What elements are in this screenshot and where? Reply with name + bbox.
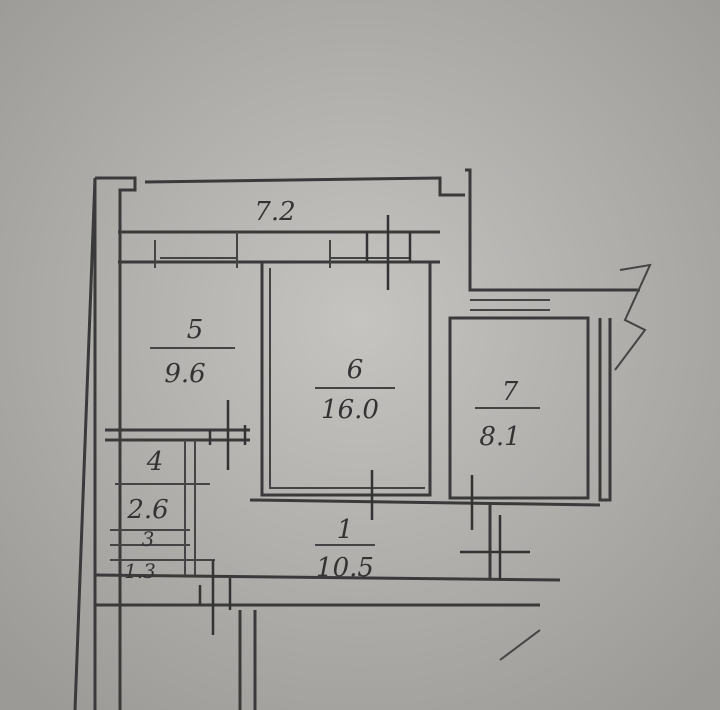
room-1: 1 10.5	[315, 515, 375, 583]
room-number-label: 5	[187, 315, 204, 345]
room-area-label: 9.6	[164, 359, 205, 389]
walls	[73, 168, 652, 710]
room-area-label: 7.2	[254, 197, 295, 227]
room-area-label: 10.5	[316, 553, 374, 583]
room-5: 5 9.6	[150, 315, 235, 389]
room-7: 7 8.1	[475, 377, 540, 452]
room-number-label: 6	[347, 355, 364, 385]
room-balcony: 7.2	[254, 197, 295, 227]
room-6: 6 16.0	[315, 355, 395, 425]
room-number-label: 4	[146, 447, 164, 477]
room-area-label: 16.0	[321, 395, 379, 425]
room-number-label: 1	[337, 515, 354, 545]
room-area-label: 1.3	[124, 559, 156, 583]
room-area-label: 8.1	[479, 422, 520, 452]
room-number-label: 7	[502, 377, 519, 407]
room-area-label: 2.6	[126, 495, 168, 525]
room-3: 3 1.3	[124, 527, 156, 583]
room-number-label: 3	[142, 527, 155, 551]
room-4: 4 2.6	[115, 447, 210, 525]
